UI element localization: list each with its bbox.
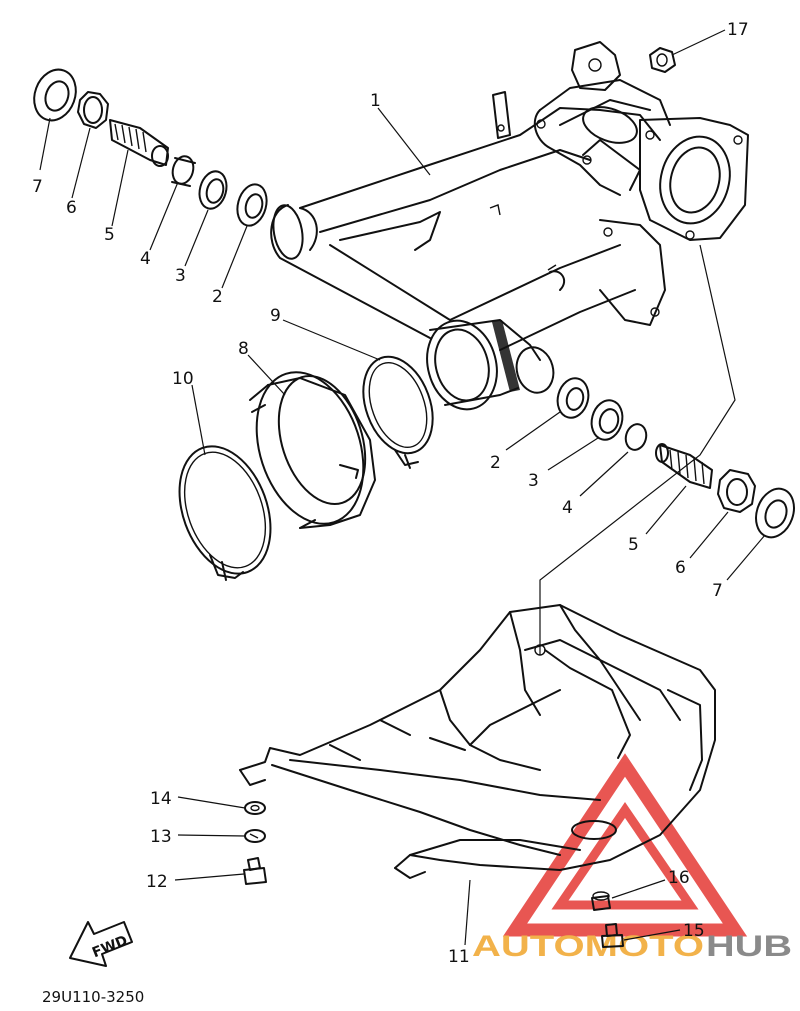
fwd-arrow-label: FWD — [90, 933, 130, 962]
small-hardware — [243, 47, 676, 948]
drawing-code: 29U110-3250 — [42, 988, 144, 1006]
callout-4-right: 4 — [562, 498, 573, 518]
watermark-word-primary: AUTOMOTO — [472, 930, 704, 963]
callout-5-right: 5 — [628, 535, 639, 555]
callout-15: 15 — [683, 921, 705, 941]
callout-4-left: 4 — [140, 249, 151, 269]
callout-12: 12 — [146, 872, 168, 892]
callout-11: 11 — [448, 947, 470, 967]
callout-10: 10 — [172, 369, 194, 389]
callout-8: 8 — [238, 339, 249, 359]
callout-3-left: 3 — [175, 266, 186, 286]
boot-and-bands — [178, 355, 434, 581]
watermark-triangle-icon — [502, 753, 748, 937]
left-pivot-hardware — [33, 68, 268, 227]
callout-6-right: 6 — [675, 558, 686, 578]
callout-labels: 1 2 3 4 5 6 7 8 9 10 2 3 4 5 6 7 11 12 1… — [32, 20, 749, 967]
leader-lines — [39, 29, 766, 946]
callout-5-left: 5 — [104, 225, 115, 245]
callout-9: 9 — [270, 306, 281, 326]
callout-6-left: 6 — [66, 198, 77, 218]
callout-16: 16 — [668, 868, 690, 888]
callout-17: 17 — [727, 20, 749, 40]
callout-7-left: 7 — [32, 177, 43, 197]
callout-13: 13 — [150, 827, 172, 847]
callout-2-left: 2 — [212, 287, 223, 307]
swingarm-body — [270, 41, 749, 411]
callout-3-right: 3 — [528, 471, 539, 491]
fwd-arrow: FWD — [69, 921, 133, 967]
callout-7-right: 7 — [712, 581, 723, 601]
right-pivot-hardware — [556, 377, 795, 539]
fwd-arrow-icon — [69, 921, 133, 967]
callout-1: 1 — [370, 91, 381, 111]
callout-2-right: 2 — [490, 453, 501, 473]
watermark: AUTOMOTO HUB — [472, 753, 792, 963]
callout-14: 14 — [150, 789, 172, 809]
watermark-word-secondary: HUB — [706, 930, 792, 963]
skid-plate — [239, 604, 716, 879]
